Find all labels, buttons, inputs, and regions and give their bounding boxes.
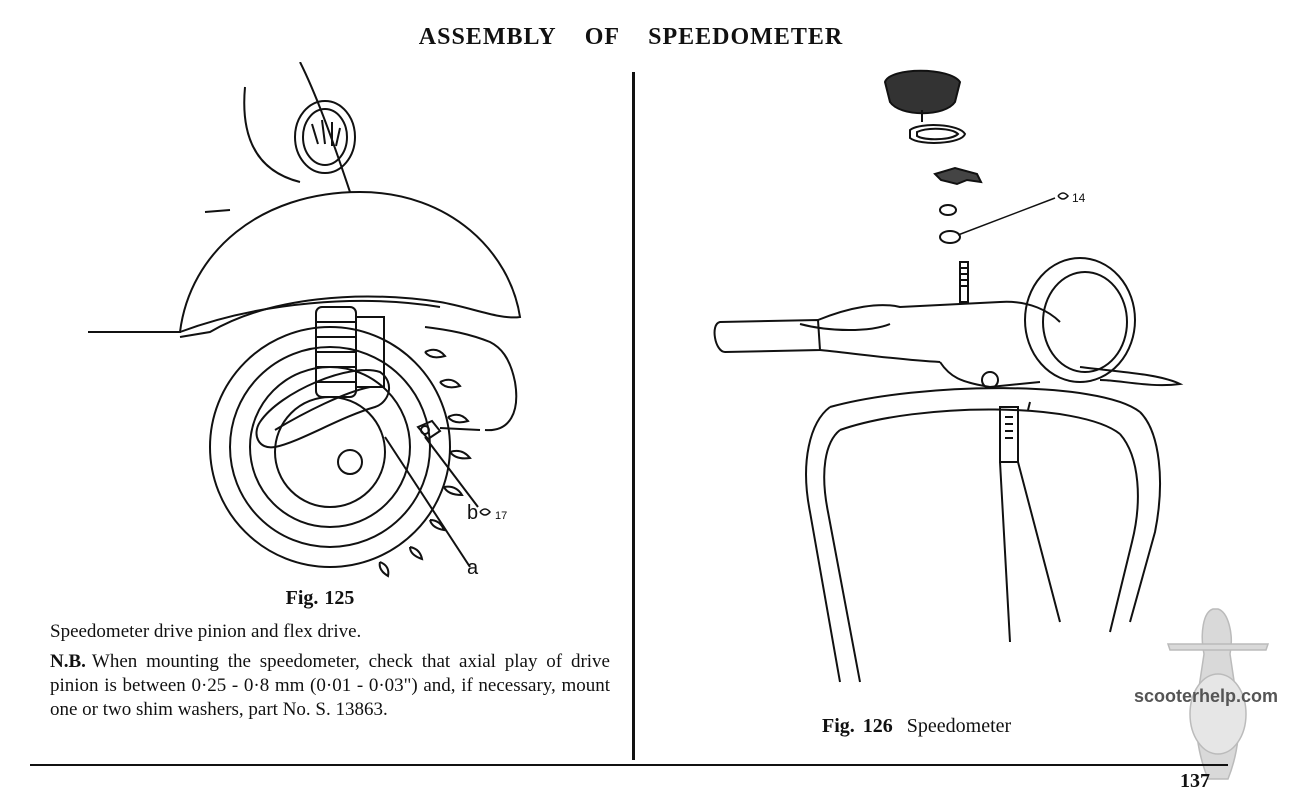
fig125-number: 125 [324, 587, 355, 609]
page-title: ASSEMBLY OF SPEEDOMETER [418, 24, 844, 50]
fig126-label: Fig. [822, 715, 855, 737]
fig125-illustration: a b 17 [88, 62, 522, 579]
scooter-logo-icon [1166, 608, 1270, 780]
fig125-label: Fig. [285, 587, 319, 609]
callout-14: 14 [1072, 191, 1086, 205]
wrench-icon [479, 508, 491, 516]
fig126-illustration: 14 [713, 69, 1184, 683]
fig125-note: N.B.When mounting the speedometer, check… [50, 650, 610, 722]
column-divider [632, 72, 635, 760]
callout-b-size: 17 [495, 510, 507, 522]
fig126-caption: Fig. 126 Speedometer [822, 715, 1011, 738]
fig125-caption: Fig.125 [30, 587, 610, 610]
note-label: N.B. [50, 651, 86, 672]
watermark-text: scooterhelp.com [1134, 686, 1279, 706]
fig125-description: Speedometer drive pinion and flex drive. [50, 621, 362, 642]
wrench-icon [1057, 192, 1069, 200]
callout-b: b [467, 502, 478, 524]
fig126-title: Speedometer [906, 715, 1012, 737]
fig126-number: 126 [862, 715, 893, 737]
callout-a: a [467, 557, 479, 579]
note-text: When mounting the speedometer, check tha… [50, 651, 610, 720]
bottom-rule [30, 764, 1228, 766]
page-number: 137 [1180, 770, 1210, 792]
